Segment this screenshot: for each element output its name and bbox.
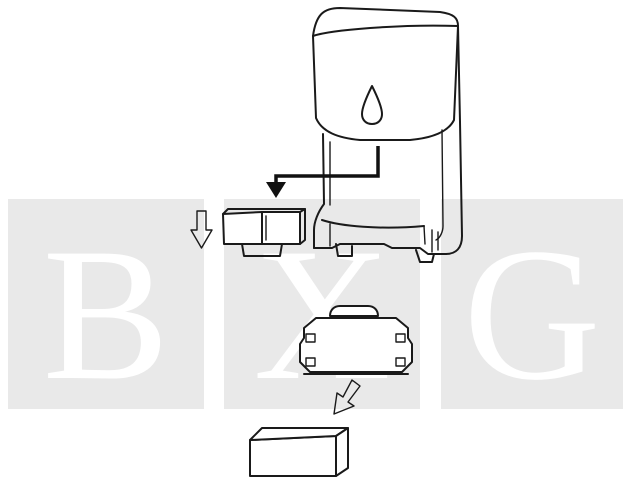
- watermark-letter-b: B: [43, 210, 170, 420]
- refill-box: [250, 428, 348, 476]
- watermark: B X G: [8, 199, 623, 420]
- droplet-icon: [362, 86, 382, 124]
- watermark-letter-g: G: [463, 210, 600, 420]
- insertion-arrow-icon: [266, 146, 378, 198]
